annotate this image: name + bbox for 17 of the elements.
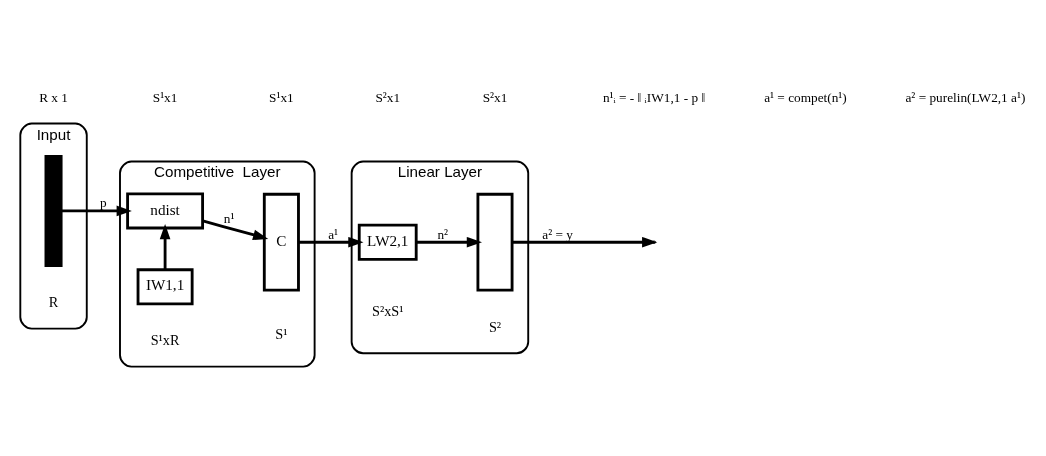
node-label: S²xS¹ <box>371 302 404 319</box>
edge-label: p <box>100 195 107 211</box>
edge-label: n² <box>437 226 449 242</box>
node-label: R <box>48 294 59 311</box>
node-label: S² <box>488 318 502 335</box>
label: S²x1 <box>482 90 508 106</box>
label: S²x1 <box>375 90 401 106</box>
node-label: S¹xR <box>150 332 180 349</box>
label: a¹ = compet(n¹) <box>764 90 847 106</box>
label: S¹x1 <box>152 90 178 106</box>
label: n¹ᵢ = - ‖ ᵢIW1,1 - p ‖ <box>602 90 706 106</box>
edge-label: n¹ <box>223 211 235 227</box>
edge-label: a¹ <box>328 226 339 242</box>
label: R x 1 <box>39 90 68 106</box>
label: S¹x1 <box>269 90 294 106</box>
node-label: S¹ <box>275 325 288 342</box>
label: a² = purelin(LW2,1 a¹) <box>905 90 1026 106</box>
